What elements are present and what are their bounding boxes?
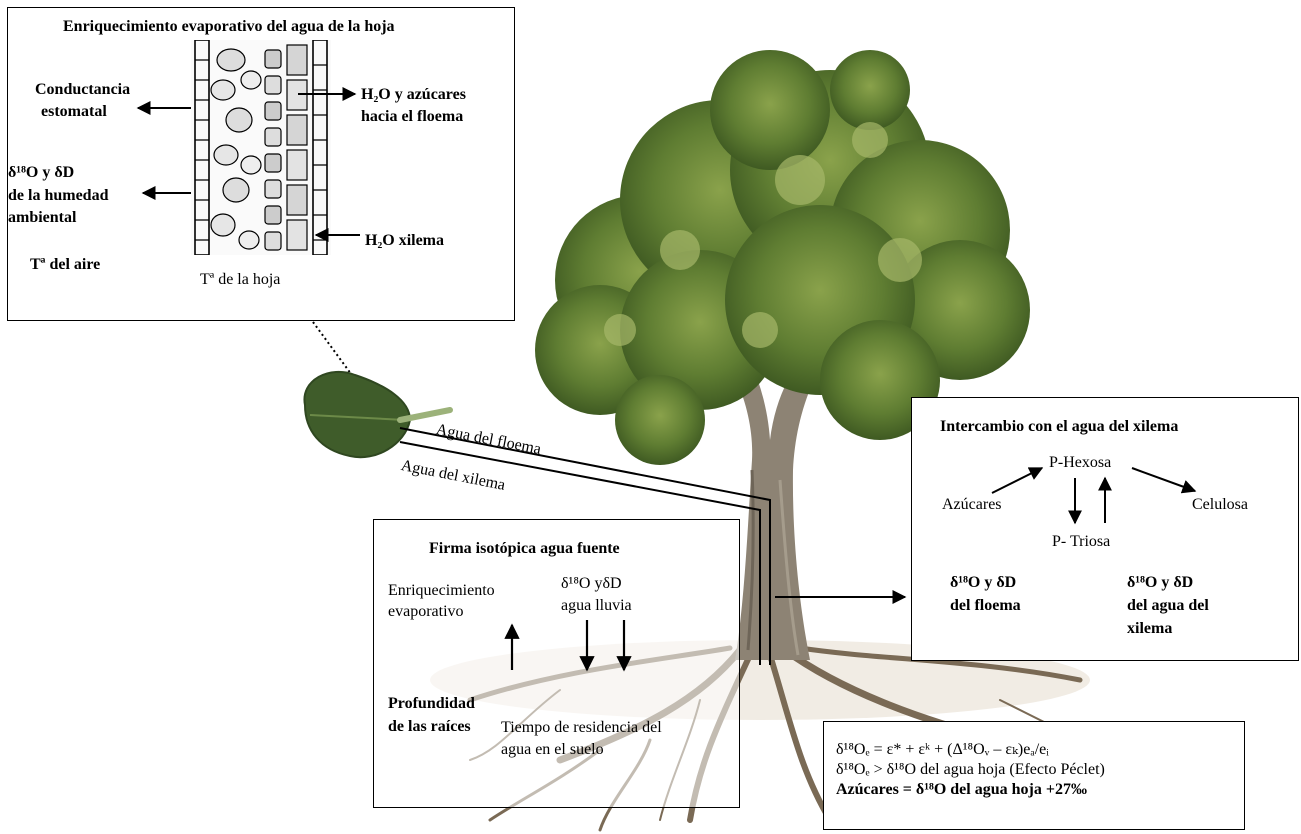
xylem-isotope-label-1: δ¹⁸O y δD [1127, 573, 1193, 593]
source-arrows [374, 520, 739, 807]
root-depth-label-1: Profundidad [388, 694, 475, 714]
phloem-isotope-label-2: del floema [950, 596, 1021, 616]
formula-line-3: Azúcares = δ¹⁸O del agua hoja +27‰ [836, 780, 1087, 800]
sugars-phloem-label-1: H₂O y azúcares [361, 85, 466, 105]
formula-line-2: δ¹⁸Oₑ > δ¹⁸O del agua hoja (Efecto Pécle… [836, 760, 1105, 780]
humidity-label-2: de la humedad [8, 186, 108, 206]
residence-time-label-1: Tiempo de residencia del [501, 718, 662, 738]
root-depth-label-2: de las raíces [388, 717, 471, 737]
leaf-icon [304, 372, 450, 457]
xylem-water-label: H₂O xilema [365, 231, 444, 251]
leaf-temp-label: Tª de la hoja [200, 270, 280, 290]
xylem-exchange-box: Intercambio con el agua del xilema P-Hex… [911, 397, 1299, 661]
air-temp-label: Tª del aire [30, 255, 100, 275]
phloem-isotope-label-1: δ¹⁸O y δD [950, 573, 1016, 593]
humidity-label-3: ambiental [8, 208, 76, 228]
stomatal-label-2: estomatal [41, 102, 107, 122]
exchange-arrows [912, 398, 1298, 660]
stomatal-label-1: Conductancia [35, 80, 130, 100]
leaf-enrichment-box: Enriquecimiento evaporativo del agua de … [7, 7, 515, 321]
humidity-label-1: δ¹⁸O y δD [8, 163, 74, 183]
residence-time-label-2: agua en el suelo [501, 740, 604, 760]
formula-line-1: δ¹⁸Oₑ = ε* + εᵏ + (Δ¹⁸Oᵥ – εₖ)eₐ/eᵢ [836, 740, 1049, 760]
sugars-phloem-label-2: hacia el floema [361, 107, 463, 127]
xylem-isotope-label-3: xilema [1127, 619, 1172, 639]
source-water-box: Firma isotópica agua fuente Enriquecimie… [373, 519, 740, 808]
formula-box: δ¹⁸Oₑ = ε* + εᵏ + (Δ¹⁸Oᵥ – εₖ)eₐ/eᵢ δ¹⁸O… [823, 721, 1245, 830]
xylem-isotope-label-2: del agua del [1127, 596, 1209, 616]
